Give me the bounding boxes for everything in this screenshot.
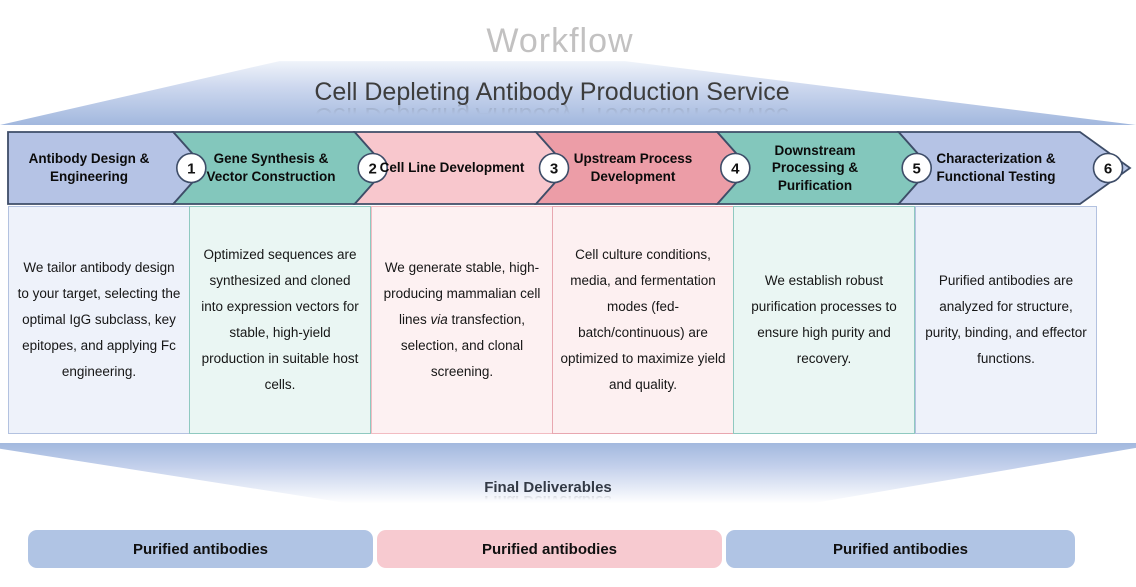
step-number-5: 5 [913,161,921,178]
deliverable-bar-2: Purified antibodies [377,530,722,568]
step-description-text: We establish robust purification process… [751,273,897,366]
service-subtitle: Cell Depleting Antibody Production Servi… [314,78,790,106]
step-number-4: 4 [731,161,740,178]
step-description-text: We generate stable, high-producing mamma… [383,260,541,379]
deliverable-bar-1: Purified antibodies [28,530,373,568]
step-number-badge-5 [901,152,933,184]
step-title-4: Upstream Process Development [573,151,693,184]
final-deliverables-label: Final Deliverables [484,479,612,496]
step-description-text: Purified antibodies are analyzed for str… [925,273,1087,366]
step-number-badge-3 [538,152,570,184]
step-title-2: Gene Synthesis & Vector Construction [206,151,336,184]
step-description-2: Optimized sequences are synthesized and … [189,206,371,434]
step-number-3: 3 [550,161,558,178]
step-description-3: We generate stable, high-producing mamma… [371,206,553,434]
step-title-6: Characterization & Functional Testing [936,151,1056,184]
step-description-6: Purified antibodies are analyzed for str… [915,206,1097,434]
deliverable-bar-3: Purified antibodies [726,530,1075,568]
page-title: Workflow [486,22,634,60]
step-description-text: We tailor antibody design to your target… [17,260,181,379]
step-description-5: We establish robust purification process… [733,206,915,434]
step-number-badge-4 [719,152,751,184]
step-title-3: Cell Line Development [379,160,525,176]
step-number-6: 6 [1104,161,1112,178]
step-title-1: Antibody Design & Engineering [28,151,150,184]
process-chevron-band: 1 2 3 4 5 6 [7,131,1132,205]
step-number-badge-6 [1092,152,1124,184]
step-number-1: 1 [187,161,195,178]
step-description-4: Cell culture conditions, media, and ferm… [552,206,734,434]
step-number-badge-1 [176,152,207,184]
step-description-1: We tailor antibody design to your target… [8,206,190,434]
step-title-5: Downstream Processing & Purification [771,142,859,193]
step-number-badge-2 [357,152,389,184]
step-description-text: Cell culture conditions, media, and ferm… [560,247,726,392]
step-number-2: 2 [369,161,377,178]
step-description-text: Optimized sequences are synthesized and … [201,247,359,392]
